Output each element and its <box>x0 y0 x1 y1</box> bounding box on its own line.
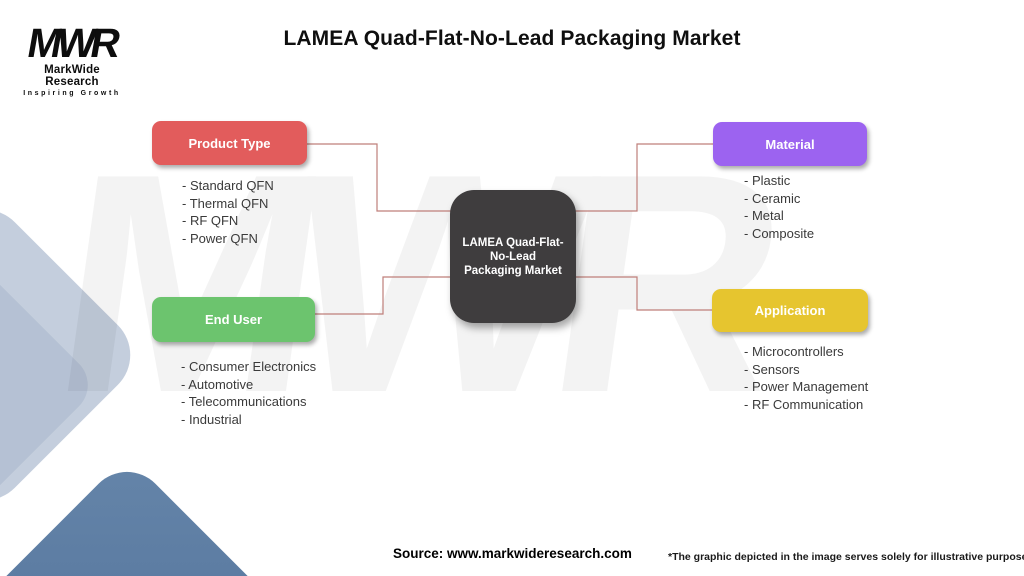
list-item: - Microcontrollers <box>744 344 844 359</box>
list-item: - Consumer Electronics <box>181 359 317 374</box>
list-item: - Ceramic <box>744 190 801 206</box>
category-label: Application <box>754 303 826 318</box>
brand-name: MarkWide Research <box>44 63 100 88</box>
list-item: - RF Communication <box>744 396 864 412</box>
category-label: Product Type <box>188 135 271 151</box>
category-box-end-user: End User <box>152 297 315 342</box>
category-box-application: Application <box>712 289 868 332</box>
disclaimer-text: *The graphic depicted in the image serve… <box>668 551 1024 563</box>
list-item: - Automotive <box>181 376 254 392</box>
center-node: LAMEA Quad-Flat-No-Lead Packaging Market <box>450 190 576 323</box>
list-item: - Sensors <box>744 361 800 377</box>
end-user-list: - Consumer Electronics - Automotive - Te… <box>181 358 316 428</box>
application-list: - Microcontrollers - Sensors - Power Man… <box>744 343 868 413</box>
list-item: - Power QFN <box>182 230 258 246</box>
list-item: - Standard QFN <box>182 178 274 193</box>
category-label: Material <box>765 136 815 152</box>
brand-logo: MWR MarkWide Research Inspiring Growth <box>16 20 128 97</box>
category-box-material: Material <box>713 122 867 166</box>
list-item: - Power Management <box>744 379 869 394</box>
category-label: End User <box>204 312 263 327</box>
list-item: - Metal <box>744 208 784 223</box>
list-item: - Telecommunications <box>181 394 307 409</box>
list-item: - Plastic <box>744 173 791 188</box>
brand-tagline: Inspiring Growth <box>23 89 121 97</box>
list-item: - Industrial <box>181 411 242 427</box>
list-item: - Composite <box>744 225 815 241</box>
material-list: - Plastic - Ceramic - Metal - Composite <box>744 172 814 242</box>
list-item: - RF QFN <box>182 213 239 228</box>
list-item: - Thermal QFN <box>182 195 269 211</box>
category-box-product-type: Product Type <box>152 121 307 165</box>
page-title: LAMEA Quad-Flat-No-Lead Packaging Market <box>283 27 741 50</box>
product-type-list: - Standard QFN - Thermal QFN - RF QFN - … <box>182 177 274 247</box>
source-text: Source: www.markwideresearch.com <box>393 546 632 561</box>
